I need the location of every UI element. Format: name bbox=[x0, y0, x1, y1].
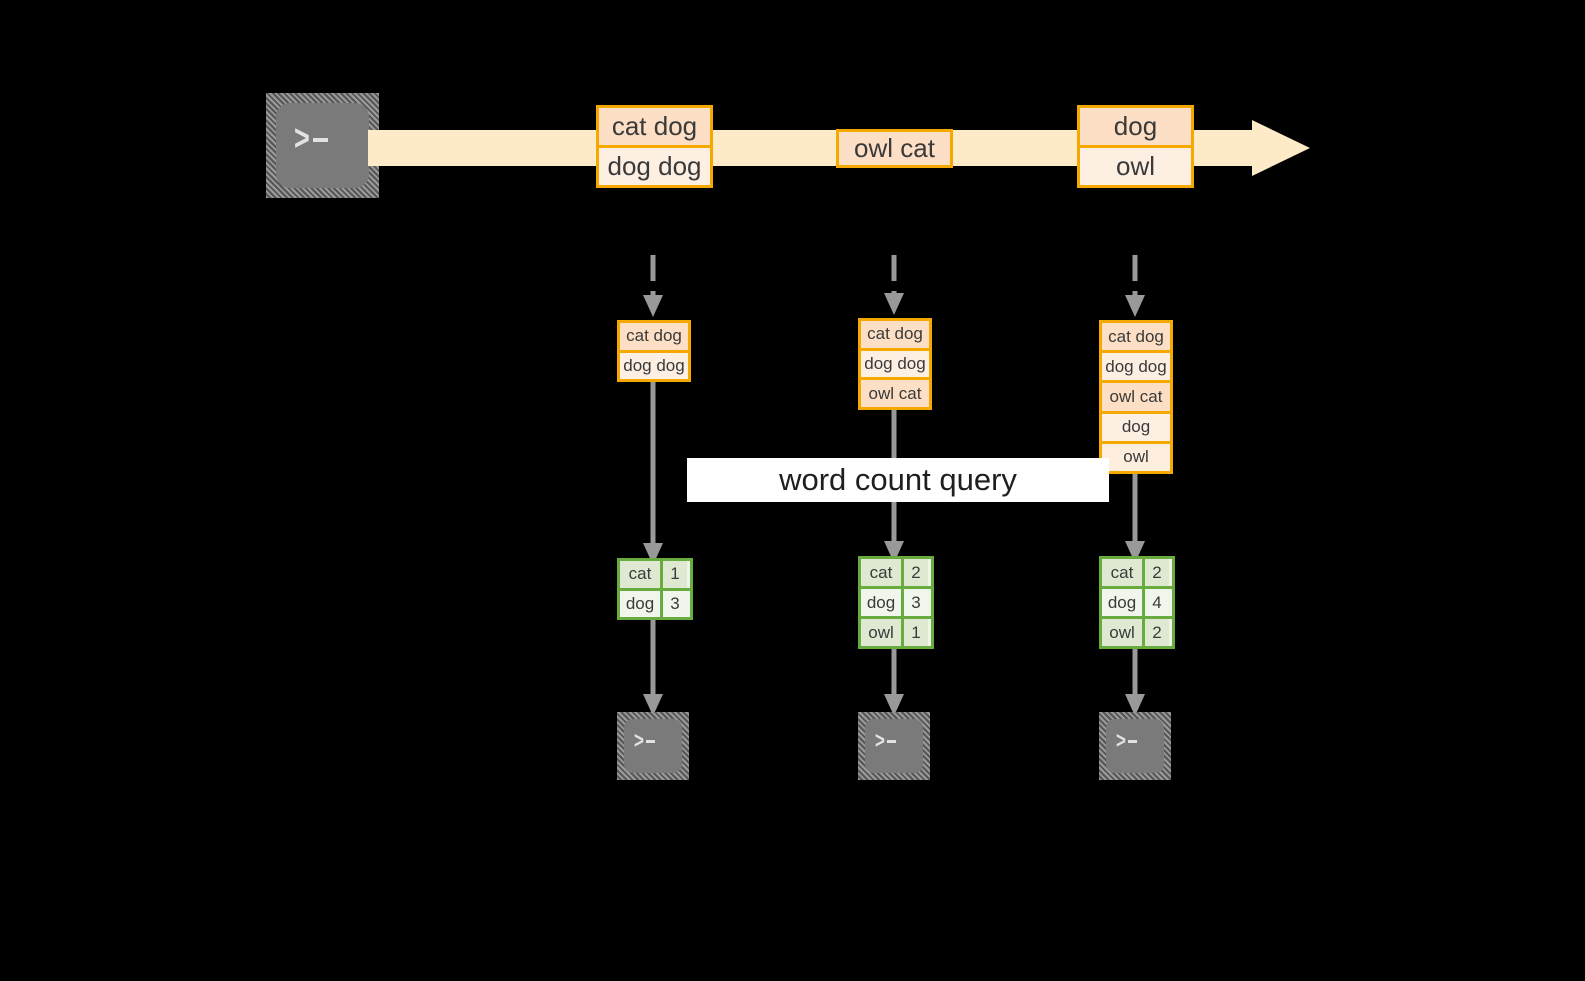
count-cell: 3 bbox=[901, 589, 928, 616]
word-cell: dog bbox=[1102, 589, 1142, 616]
accumulated-line: cat dog bbox=[1102, 323, 1170, 351]
accumulated-line: cat dog bbox=[861, 321, 929, 348]
count-cell: 1 bbox=[901, 619, 928, 646]
word-cell: cat bbox=[1102, 559, 1142, 586]
word-cell: owl bbox=[1102, 619, 1142, 646]
table-row: dog 3 bbox=[861, 586, 931, 616]
message-line: cat dog bbox=[599, 108, 710, 145]
banner-label: word count query bbox=[779, 462, 1017, 497]
table-row: cat 2 bbox=[861, 559, 931, 586]
word-count-query-banner: word count query bbox=[687, 458, 1109, 502]
count-cell: 2 bbox=[1142, 619, 1169, 646]
table-row: cat 2 bbox=[1102, 559, 1172, 586]
terminal-prompt-glyph: > bbox=[294, 120, 328, 156]
stream-message-1: cat dog dog dog bbox=[596, 105, 713, 188]
word-cell: dog bbox=[861, 589, 901, 616]
connector-result-3-to-sink bbox=[1125, 649, 1145, 716]
word-cell: cat bbox=[861, 559, 901, 586]
snapshot-3-result-table: cat 2 dog 4 owl 2 bbox=[1099, 556, 1175, 649]
connector-result-2-to-sink bbox=[884, 649, 904, 716]
count-cell: 2 bbox=[1142, 559, 1169, 586]
terminal-prompt-glyph: > bbox=[634, 729, 656, 752]
connector-snapshot-1-to-result bbox=[643, 382, 663, 565]
accumulated-line: dog dog bbox=[1102, 350, 1170, 381]
connector-snapshot-3-to-result bbox=[1125, 474, 1145, 563]
count-cell: 3 bbox=[660, 590, 687, 617]
connector-stream-to-snapshot-3 bbox=[1125, 255, 1145, 317]
terminal-prompt-glyph: > bbox=[875, 729, 897, 752]
message-line: owl cat bbox=[839, 132, 950, 165]
snapshot-3-accumulated-box: cat dog dog dog owl cat dog owl bbox=[1099, 320, 1173, 474]
table-row: owl 2 bbox=[1102, 616, 1172, 646]
snapshot-2-result-table: cat 2 dog 3 owl 1 bbox=[858, 556, 934, 649]
connector-stream-to-snapshot-2 bbox=[884, 255, 904, 315]
count-cell: 1 bbox=[660, 561, 687, 588]
accumulated-line: owl cat bbox=[1102, 380, 1170, 411]
message-line: dog bbox=[1080, 108, 1191, 145]
accumulated-line: cat dog bbox=[620, 323, 688, 350]
accumulated-line: dog dog bbox=[861, 347, 929, 378]
message-line: dog dog bbox=[599, 145, 710, 185]
count-cell: 2 bbox=[901, 559, 928, 586]
terminal-prompt-glyph: > bbox=[1116, 729, 1138, 752]
table-row: dog 4 bbox=[1102, 586, 1172, 616]
accumulated-line: dog dog bbox=[620, 349, 688, 379]
word-cell: dog bbox=[620, 590, 660, 617]
table-row: cat 1 bbox=[620, 561, 690, 588]
table-row: dog 3 bbox=[620, 587, 690, 617]
connector-stream-to-snapshot-1 bbox=[643, 255, 663, 317]
terminal-body: > bbox=[1106, 719, 1164, 773]
snapshot-1-accumulated-box: cat dog dog dog bbox=[617, 320, 691, 382]
snapshot-3-sink-terminal-icon: > bbox=[1099, 712, 1171, 780]
stream-message-2: owl cat bbox=[836, 129, 953, 168]
snapshot-1-sink-terminal-icon: > bbox=[617, 712, 689, 780]
source-terminal-icon: > bbox=[266, 93, 379, 198]
accumulated-line: owl cat bbox=[861, 377, 929, 408]
terminal-body: > bbox=[276, 103, 369, 188]
table-row: owl 1 bbox=[861, 616, 931, 646]
accumulated-line: owl bbox=[1102, 440, 1170, 472]
word-cell: cat bbox=[620, 561, 660, 588]
message-line: owl bbox=[1080, 145, 1191, 185]
snapshot-2-accumulated-box: cat dog dog dog owl cat bbox=[858, 318, 932, 410]
terminal-body: > bbox=[624, 719, 682, 773]
snapshot-1-result-table: cat 1 dog 3 bbox=[617, 558, 693, 620]
accumulated-line: dog bbox=[1102, 410, 1170, 441]
count-cell: 4 bbox=[1142, 589, 1169, 616]
word-cell: owl bbox=[861, 619, 901, 646]
connector-result-1-to-sink bbox=[643, 620, 663, 716]
terminal-body: > bbox=[865, 719, 923, 773]
stream-message-3: dog owl bbox=[1077, 105, 1194, 188]
snapshot-2-sink-terminal-icon: > bbox=[858, 712, 930, 780]
